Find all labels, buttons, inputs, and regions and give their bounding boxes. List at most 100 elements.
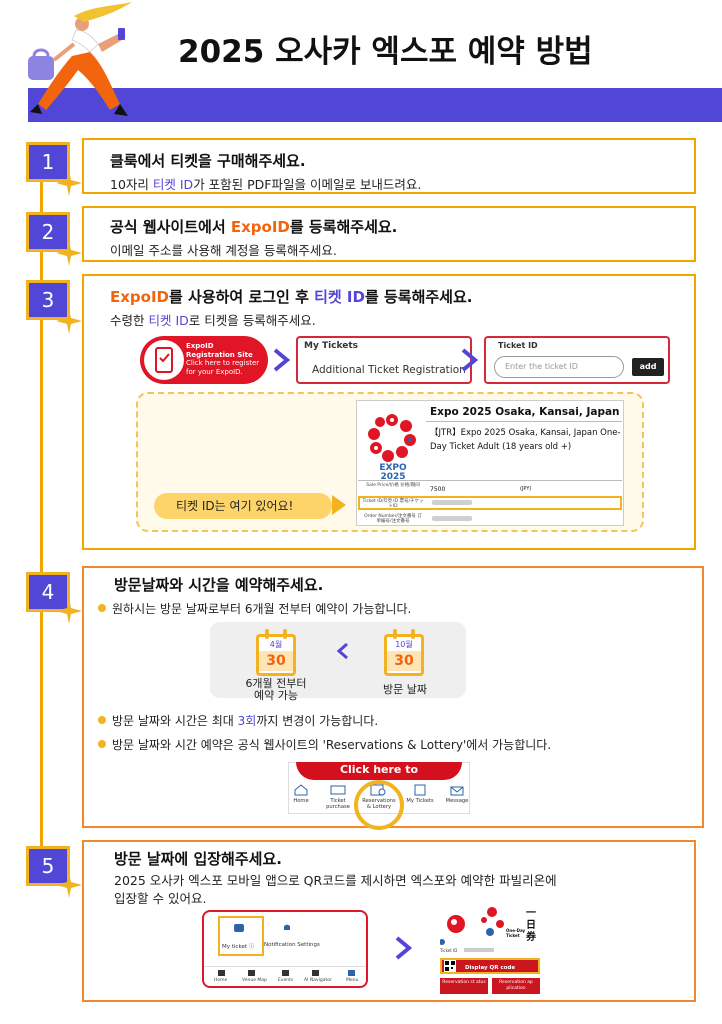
step-5-desc-1: 2025 오사카 엑스포 모바일 앱으로 QR코드를 제시하면 엑스포와 예약한… — [114, 873, 557, 888]
step-2-heading: 공식 웹사이트에서 ExpoID를 등록해주세요. — [110, 218, 398, 236]
ticket-title: Expo 2025 Osaka, Kansai, Japan — [430, 406, 620, 418]
calendar-icon — [234, 924, 244, 932]
message-icon — [450, 786, 464, 796]
ticket-id-callout: 티켓 ID는 여기 있어요! — [154, 493, 332, 519]
step-5-desc-2: 입장할 수 있어요. — [114, 891, 207, 906]
step-3-heading: ExpoID를 사용하여 로그인 후 티켓 ID를 등록해주세요. — [110, 288, 473, 306]
nav-home[interactable]: Home — [293, 798, 309, 804]
my-tickets-icon — [414, 784, 426, 796]
step-2-desc: 이메일 주소를 사용해 계정을 등록해주세요. — [110, 243, 337, 258]
blurred-order-number — [432, 516, 472, 521]
step-5-heading: 방문 날짜에 입장해주세요. — [114, 850, 282, 868]
phone-check-icon — [144, 340, 184, 380]
home-icon — [218, 970, 225, 976]
step-4-bullet-1: 원하시는 방문 날짜로부터 6개월 전부터 예약이 가능합니다. — [98, 600, 411, 617]
nav-venue-map[interactable]: Venue Map — [242, 978, 267, 983]
timeline-line — [40, 164, 43, 854]
reservations-highlight — [354, 780, 404, 830]
nav-home[interactable]: Home — [214, 978, 228, 983]
ticket-description: 【JTR】Expo 2025 Osaka, Kansai, Japan One-… — [430, 428, 621, 452]
add-button[interactable]: add — [632, 358, 664, 376]
bell-icon — [284, 924, 290, 930]
ticket-id-form: Ticket ID Enter the ticket ID add — [484, 336, 670, 384]
calendar-icon-october: 10월 30 — [384, 629, 424, 676]
header-band — [28, 88, 722, 122]
qr-code-icon — [444, 960, 456, 972]
step-3-badge: 3 — [26, 280, 70, 320]
step-2-badge: 2 — [26, 212, 70, 252]
step-1-desc: 10자리 티켓 ID가 포함된 PDF파일을 이메일로 보내드려요. — [110, 177, 422, 192]
ticket-purchase-icon — [330, 785, 346, 795]
step-5-card: 방문 날짜에 입장해주세요. 2025 오사카 엑스포 모바일 앱으로 QR코드… — [82, 840, 696, 1002]
chevron-right-icon — [461, 348, 478, 372]
ticket-id-label: Ticket ID — [440, 948, 458, 953]
calendar-right-caption: 방문 날짜 — [383, 683, 427, 696]
menu-icon — [348, 970, 355, 976]
notification-settings-label[interactable]: Notification Settings — [264, 942, 320, 948]
expoid-button-text: ExpoID Registration Site Click here to r… — [186, 342, 260, 376]
chevron-right-icon — [395, 936, 412, 960]
runner-illustration — [28, 2, 132, 116]
additional-ticket-registration-button[interactable]: Additional Ticket Registration — [312, 364, 466, 376]
nav-events[interactable]: Events — [278, 978, 294, 983]
ticket-id-input[interactable]: Enter the ticket ID — [494, 356, 624, 378]
ai-navigator-icon — [312, 970, 319, 976]
sparkle-icon — [56, 598, 82, 624]
step-1-card: 클룩에서 티켓을 구매해주세요. 10자리 티켓 ID가 포함된 PDF파일을 … — [82, 138, 696, 194]
venue-map-icon — [248, 970, 255, 976]
sale-price-label: Sale Price/价格 价格/期间 — [366, 483, 420, 488]
expo-logo-icon — [440, 907, 504, 945]
expo-logo-icon — [368, 414, 416, 462]
order-number-label: Order Number/注文番号 订单编号/注文番号 — [364, 514, 422, 524]
my-tickets-header: My Tickets — [304, 341, 359, 351]
step-2-card: 공식 웹사이트에서 ExpoID를 등록해주세요. 이메일 주소를 사용해 계정… — [82, 206, 696, 262]
events-icon — [282, 970, 289, 976]
step-4-bullet-3: 방문 날짜와 시간 예약은 공식 웹사이트의 'Reservations & L… — [98, 736, 551, 753]
step-4-heading: 방문날짜와 시간을 예약해주세요. — [114, 576, 324, 594]
nav-my-tickets[interactable]: My Tickets — [406, 798, 434, 804]
app-screen-ticket: 一日券 One-Day Ticket Ticket ID Display QR … — [440, 902, 540, 994]
nav-message[interactable]: Message — [445, 798, 469, 804]
home-icon — [294, 784, 308, 796]
step-1-badge: 1 — [26, 142, 70, 182]
step-3-desc: 수령한 티켓 ID로 티켓을 등록해주세요. — [110, 313, 316, 328]
step-4-bullet-2: 방문 날짜와 시간은 최대 3회까지 변경이 가능합니다. — [98, 712, 378, 729]
sparkle-icon — [56, 308, 82, 334]
header: 2025 오사카 엑스포 예약 방법 — [0, 0, 722, 122]
display-qr-code-button[interactable]: Display QR code — [440, 958, 540, 974]
kanji-label: 一日券 — [526, 908, 536, 943]
app-screen-home: My ticket ⓘ Notification Settings Home V… — [202, 910, 368, 988]
page-title: 2025 오사카 엑스포 예약 방법 — [178, 34, 593, 70]
sparkle-icon — [56, 240, 82, 266]
my-ticket-highlight — [218, 916, 264, 956]
ticket-id-header: Ticket ID — [498, 341, 538, 350]
step-5-badge: 5 — [26, 846, 70, 886]
blurred-ticket-id — [432, 500, 472, 505]
nav-ticket-purchase[interactable]: Ticket purchase — [326, 798, 350, 810]
my-ticket-label[interactable]: My ticket ⓘ — [222, 944, 255, 950]
nav-ai-navigator[interactable]: AI Navigator — [304, 978, 332, 983]
reservation-application-button[interactable]: Reservation ap plication — [492, 978, 540, 994]
ticket-price: 7500 — [430, 486, 446, 493]
calendar-icon-april: 4월 30 — [256, 629, 296, 676]
callout-arrow-icon — [332, 495, 346, 515]
sparkle-icon — [56, 170, 82, 196]
nav-menu[interactable]: Menu — [346, 978, 359, 983]
click-here-banner[interactable]: Click here to — [296, 762, 462, 780]
one-day-ticket-label: One-Day Ticket — [506, 928, 526, 938]
chevron-right-icon — [273, 348, 290, 372]
expoid-registration-button[interactable]: ExpoID Registration Site Click here to r… — [140, 336, 268, 384]
blurred-ticket-id — [464, 948, 494, 952]
ticket-currency: (JPY) — [520, 486, 532, 492]
my-tickets-panel: My Tickets Additional Ticket Registratio… — [296, 336, 472, 384]
step-4-badge: 4 — [26, 572, 70, 612]
step-1-heading: 클룩에서 티켓을 구매해주세요. — [110, 152, 306, 170]
ticket-divider — [358, 480, 622, 481]
ticket-divider — [426, 421, 622, 422]
reservation-status-button[interactable]: Reservation st atus — [440, 978, 488, 994]
ticket-id-highlight — [358, 496, 622, 510]
sparkle-icon — [56, 872, 82, 898]
chevron-left-icon — [336, 642, 348, 660]
